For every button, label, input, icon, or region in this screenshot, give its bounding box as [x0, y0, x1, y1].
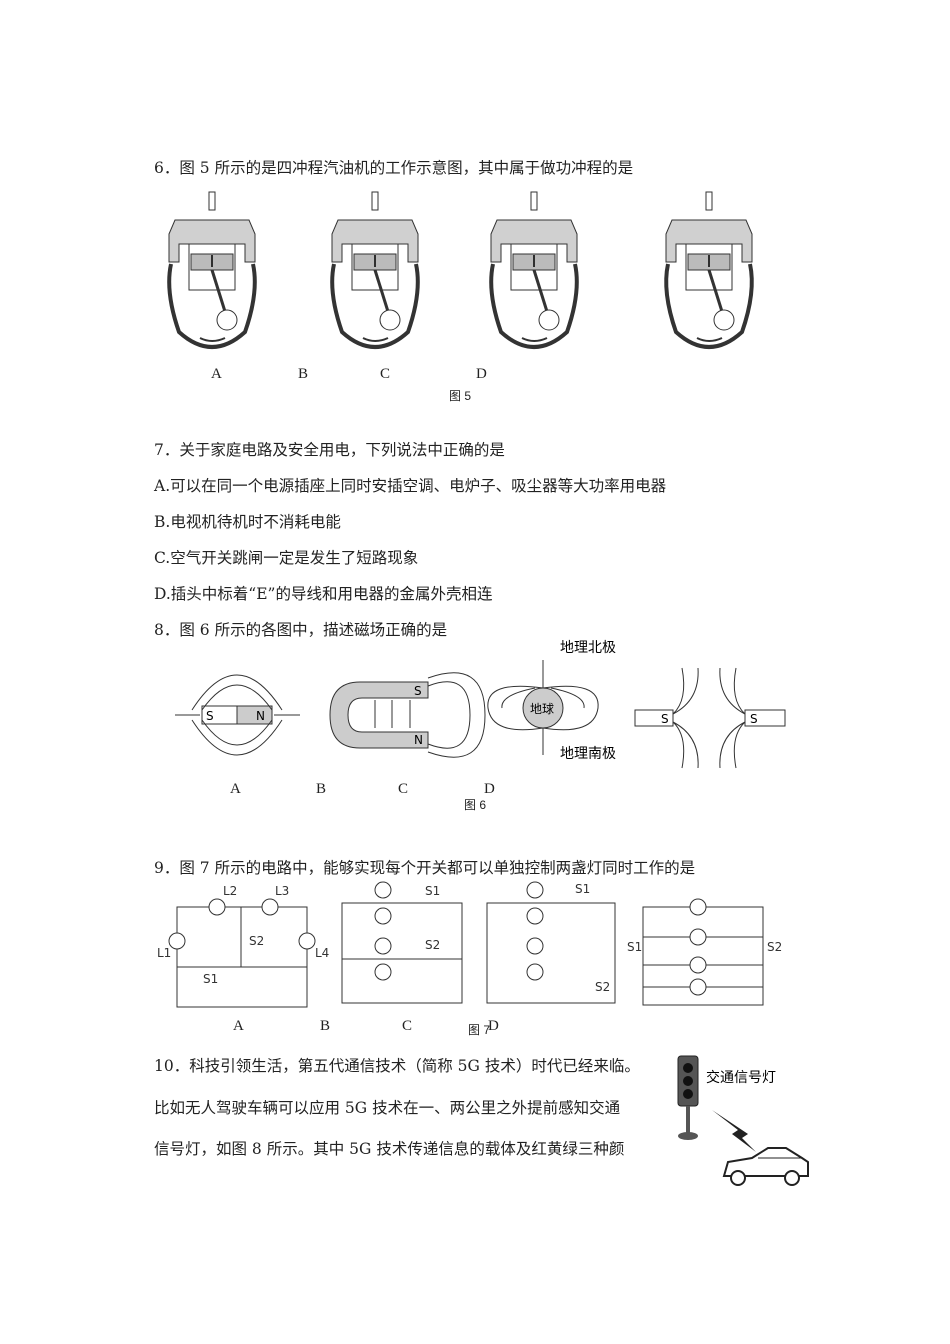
circuit-d-s1: S1 — [627, 940, 642, 954]
q8-label-a: A — [230, 781, 241, 797]
q9-label-d: D — [488, 1018, 499, 1034]
q8-caption: 图 6 — [464, 798, 487, 812]
geo-north: 地理北极 — [560, 640, 616, 656]
magnet-d-s-right: S — [750, 712, 758, 726]
q9-label-c: C — [402, 1018, 413, 1034]
q6-label-c: C — [380, 366, 391, 382]
q8-label-d: D — [484, 781, 495, 797]
circuit-a-l4: L4 — [315, 946, 329, 960]
q6-caption: 图 5 — [449, 389, 472, 403]
circuit-c-s2: S2 — [595, 980, 610, 994]
circuit-b-s2: S2 — [425, 938, 440, 952]
q6-engine-figure — [167, 190, 754, 349]
q7-option-b: B.电视机待机时不消耗电能 — [154, 513, 341, 531]
q8-label-b: B — [316, 781, 327, 797]
q9-label-b: B — [320, 1018, 331, 1034]
geo-south: 地理南极 — [560, 746, 616, 762]
circuit-a-l1: L1 — [157, 946, 171, 960]
traffic-light-icon — [677, 1055, 699, 1140]
magnet-d-s-left: S — [661, 712, 669, 726]
magnet-a: S N — [175, 674, 300, 756]
q10-traffic-figure: 交通信号灯 — [677, 1055, 809, 1186]
car-icon — [722, 1147, 809, 1186]
circuit-b-s1: S1 — [425, 884, 440, 898]
q7-stem: 7．关于家庭电路及安全用电，下列说法中正确的是 — [154, 441, 505, 459]
q9-circuit-figure: L2 L3 L1 L4 S2 S1 S1 S2 S1 S2 S1 S2 — [157, 881, 782, 1008]
circuit-a-s1: S1 — [203, 972, 218, 986]
magnet-a-s: S — [206, 709, 214, 723]
magnet-b-n: N — [414, 733, 423, 747]
q8-magnetic-figure: S N S N 地球 地理北极 地理南极 S S — [175, 640, 786, 769]
engine-d — [664, 190, 754, 349]
q6-label-d: D — [476, 366, 487, 382]
q9-stem: 9．图 7 所示的电路中，能够实现每个开关都可以单独控制两盏灯同时工作的是 — [154, 859, 696, 877]
q10-line-1: 10．科技引领生活，第五代通信技术（简称 5G 技术）时代已经来临。 — [154, 1057, 640, 1075]
magnet-b-s: S — [414, 684, 422, 698]
q7-option-d: D.插头中标着“E”的导线和用电器的金属外壳相连 — [154, 585, 493, 603]
circuit-a-s2: S2 — [249, 934, 264, 948]
engine-c — [489, 190, 579, 349]
circuit-d-s2: S2 — [767, 940, 782, 954]
circuit-c-s1: S1 — [575, 882, 590, 896]
q7-option-a: A.可以在同一个电源插座上同时安插空调、电炉子、吸尘器等大功率用电器 — [154, 477, 667, 495]
engine-a — [167, 190, 257, 349]
q9-caption: 图 7 — [468, 1023, 491, 1037]
magnet-c-earth: 地球 地理北极 地理南极 — [487, 640, 616, 762]
q8-stem: 8．图 6 所示的各图中，描述磁场正确的是 — [154, 621, 448, 639]
q6-label-a: A — [211, 366, 222, 382]
q6-stem: 6．图 5 所示的是四冲程汽油机的工作示意图，其中属于做功冲程的是 — [154, 159, 634, 177]
q10-line-2: 比如无人驾驶车辆可以应用 5G 技术在一、两公里之外提前感知交通 — [154, 1099, 621, 1117]
q7-option-c: C.空气开关跳闸一定是发生了短路现象 — [154, 549, 419, 567]
circuit-a-l3: L3 — [275, 884, 289, 898]
signal-bolt-icon — [712, 1110, 756, 1152]
traffic-light-label: 交通信号灯 — [706, 1069, 776, 1086]
magnet-a-n: N — [256, 709, 265, 723]
magnet-b: S N — [329, 672, 486, 758]
magnet-d: S S — [634, 667, 786, 769]
q8-label-c: C — [398, 781, 409, 797]
circuit-a-l2: L2 — [223, 884, 237, 898]
earth-label: 地球 — [530, 702, 554, 716]
q9-label-a: A — [233, 1018, 244, 1034]
q6-label-b: B — [298, 366, 309, 382]
q10-line-3: 信号灯，如图 8 所示。其中 5G 技术传递信息的载体及红黄绿三种颜 — [154, 1140, 625, 1158]
engine-b — [330, 190, 420, 349]
